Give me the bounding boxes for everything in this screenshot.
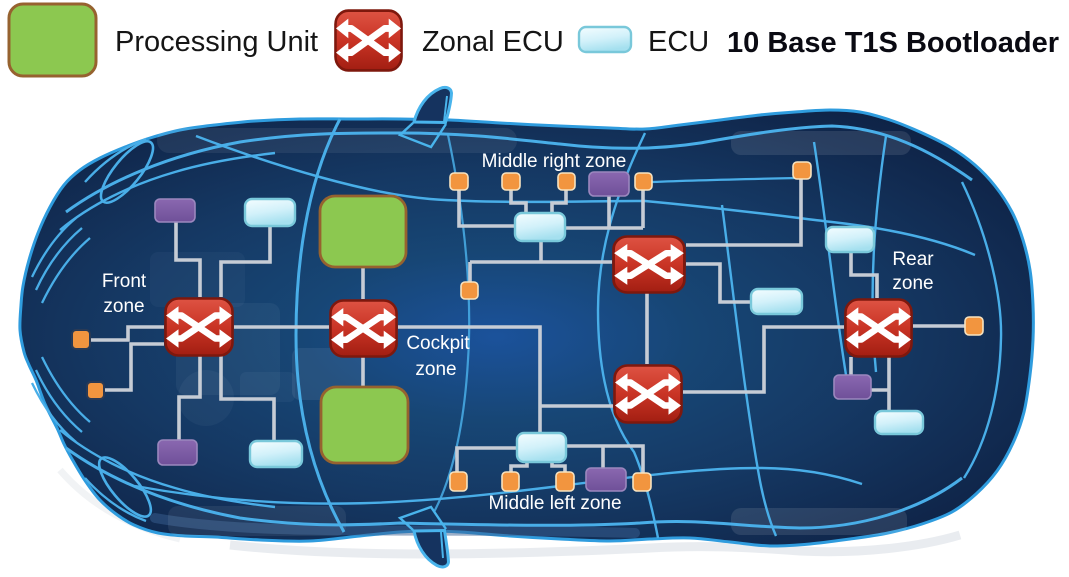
svg-text:ECU: ECU bbox=[648, 26, 709, 58]
svg-text:Middle right zone: Middle right zone bbox=[482, 151, 627, 172]
svg-text:Processing Unit: Processing Unit bbox=[115, 26, 318, 58]
svg-text:10 Base T1S Bootloader: 10 Base T1S Bootloader bbox=[727, 27, 1059, 59]
svg-text:Front: Front bbox=[102, 271, 147, 292]
svg-text:zone: zone bbox=[892, 273, 933, 294]
svg-text:Cockpit: Cockpit bbox=[406, 333, 470, 354]
svg-text:zone: zone bbox=[103, 296, 144, 317]
svg-text:zone: zone bbox=[415, 359, 456, 380]
svg-text:Middle left zone: Middle left zone bbox=[488, 493, 621, 514]
svg-text:Zonal ECU: Zonal ECU bbox=[422, 26, 564, 58]
svg-text:Rear: Rear bbox=[892, 249, 934, 270]
